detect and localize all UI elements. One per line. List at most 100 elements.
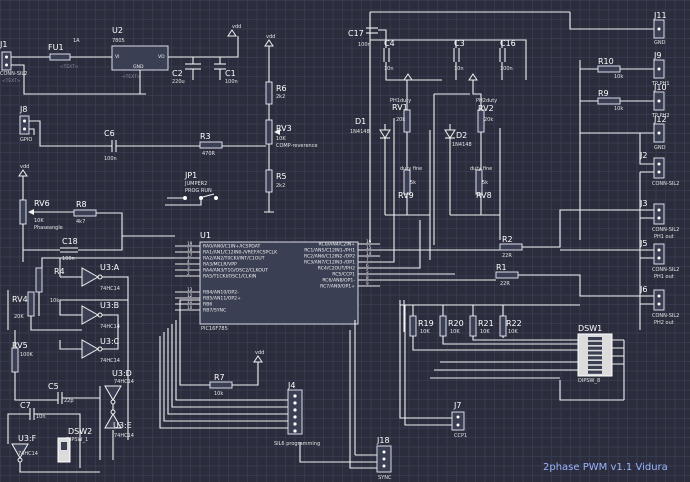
- rv6-pot[interactable]: [19, 199, 27, 225]
- r3-resistor[interactable]: [199, 141, 223, 149]
- j2-pin1: [657, 162, 661, 166]
- c3-ref: C3: [454, 39, 465, 48]
- c5-value: 22p: [64, 398, 74, 404]
- r4-resistor[interactable]: [35, 267, 43, 293]
- rv4-pot[interactable]: [27, 291, 35, 317]
- j10-pin: [657, 99, 661, 103]
- dsw1-key[interactable]: [588, 337, 602, 341]
- r9-resistor[interactable]: [597, 97, 621, 105]
- j4-header[interactable]: [287, 389, 303, 435]
- j6-connector[interactable]: [653, 289, 665, 311]
- u3e-inverter[interactable]: [104, 412, 122, 429]
- rv9-note: duty fine: [400, 166, 422, 172]
- r6-resistor[interactable]: [265, 81, 273, 105]
- dsw1-key[interactable]: [588, 346, 602, 350]
- u2-regulator[interactable]: [111, 45, 169, 71]
- u1-microcontroller: U1 PIC16F785 RA0/AN0/C1IN+/ICSPDAT19RA1/…: [175, 231, 380, 332]
- dsw1-switch[interactable]: [577, 333, 613, 377]
- rv3-pot[interactable]: [265, 119, 273, 145]
- u3d-value: 74HC14: [114, 379, 134, 385]
- u1-left-pin-number: 13: [187, 287, 193, 292]
- j3-connector[interactable]: [653, 203, 665, 225]
- u3d-inverter[interactable]: [104, 385, 122, 402]
- fu1-fuse[interactable]: [49, 53, 71, 61]
- r22-value: 10K: [508, 329, 518, 335]
- ref-wires: [29, 46, 274, 213]
- j6-pin1: [657, 294, 661, 298]
- dsw1-key[interactable]: [588, 351, 602, 355]
- r1-resistor[interactable]: [495, 271, 519, 279]
- r10-ref: R10: [598, 57, 614, 66]
- u3c-ref: U3:C: [100, 337, 120, 346]
- j7-connector[interactable]: [451, 411, 465, 431]
- fu1-text: <TEXT>: [60, 64, 79, 70]
- j2-connector[interactable]: [653, 157, 665, 179]
- jp1-pin1[interactable]: [183, 196, 187, 200]
- j7-pin2: [456, 423, 460, 427]
- fu1-ref: FU1: [48, 43, 64, 52]
- u3b-inverter[interactable]: [81, 305, 100, 325]
- j4-pins: [293, 394, 297, 433]
- d1-value: 1N4148: [350, 129, 370, 135]
- vdd-arrow-r7: [253, 355, 263, 363]
- u1-left-pin-label: RB4/AN10/OP2-: [203, 290, 239, 296]
- j1-connector[interactable]: [1, 51, 12, 71]
- j5-connector[interactable]: [653, 243, 665, 265]
- power-wires: [11, 36, 239, 95]
- duty-section: C17 100n C4 10n C3 10n C16 100n D1 1N414…: [348, 11, 570, 275]
- dsw2-value: DIPSW_1: [66, 437, 88, 443]
- r10-resistor[interactable]: [597, 65, 621, 73]
- rv1-ref: RV1: [392, 103, 408, 112]
- rv5-ref: RV5: [12, 341, 28, 350]
- u1-left-pin-label: RA4/AN3/T1G/OSC2/CLKOUT: [203, 268, 268, 274]
- dsw1-key[interactable]: [588, 341, 602, 345]
- jp1-pin3[interactable]: [214, 196, 218, 200]
- r5-resistor[interactable]: [265, 169, 273, 193]
- d2-diode[interactable]: [444, 129, 456, 139]
- u3c-inverter[interactable]: [81, 339, 100, 359]
- dsw1-key[interactable]: [588, 361, 602, 365]
- dsw1-key[interactable]: [588, 370, 602, 374]
- rv5-pot[interactable]: [11, 347, 19, 373]
- rv2-note: PH2duty: [476, 98, 497, 104]
- j9-pin: [657, 67, 661, 71]
- d1-diode[interactable]: [379, 129, 391, 139]
- u1-body[interactable]: [199, 241, 359, 325]
- u3e-value: 74HC14: [114, 433, 134, 439]
- u1-left-pin-number: 19: [187, 241, 193, 246]
- r2-resistor[interactable]: [499, 243, 523, 251]
- u3a-inverter[interactable]: [81, 267, 100, 287]
- rv3-wiper: [274, 129, 280, 135]
- comparator-reference-section: J8 GPIO C6 100n R3 470R R6 2k2 RV3 10K C…: [19, 34, 318, 213]
- r20-resistor[interactable]: [439, 315, 447, 337]
- r8-resistor[interactable]: [73, 209, 97, 217]
- j18-pin2: [382, 457, 386, 461]
- rv2-value: 20k: [484, 117, 493, 123]
- jp1-bridge: [198, 193, 215, 199]
- jp1-wires: [165, 197, 202, 206]
- rv6-value: 10K: [34, 218, 44, 224]
- rv8-pot[interactable]: [475, 169, 483, 195]
- r8-ref: R8: [76, 200, 87, 209]
- u3f-inverter[interactable]: [11, 443, 29, 460]
- c1-value: 100n: [225, 79, 238, 85]
- vdd-arrow-rv2: [468, 73, 478, 81]
- rv4-ref: RV4: [12, 295, 28, 304]
- output-wires: [358, 12, 654, 330]
- rv3-value: 10K: [276, 136, 286, 142]
- r21-resistor[interactable]: [469, 315, 477, 337]
- dsw1-key[interactable]: [588, 365, 602, 369]
- u1-left-pin-number: 12: [187, 293, 193, 298]
- j9-value: TP PH1: [651, 81, 670, 87]
- rv1-note: PH1duty: [390, 98, 411, 104]
- u2-ref: U2: [112, 26, 123, 35]
- u2-gnd: GND: [133, 64, 144, 70]
- vdd-arrow-rv3: [264, 39, 274, 47]
- c4-ref: C4: [384, 39, 395, 48]
- r19-resistor[interactable]: [409, 315, 417, 337]
- j8-connector[interactable]: [19, 115, 30, 135]
- u1-left-pin-label: RA2/AN2/T0CKI/INT/C1OUT: [203, 256, 265, 262]
- r7-resistor[interactable]: [209, 381, 233, 389]
- dsw1-key[interactable]: [588, 356, 602, 360]
- j1-value: CONN-SIL2: [0, 71, 27, 77]
